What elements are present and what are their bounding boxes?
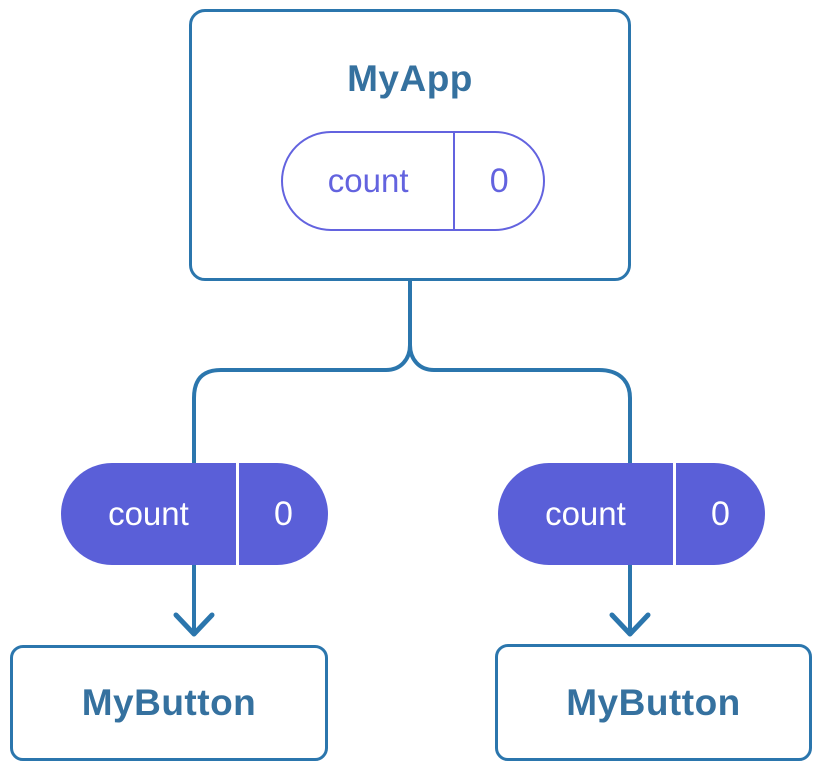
mybutton-card-left: MyButton: [10, 645, 328, 761]
state-pill: count 0: [281, 131, 545, 231]
prop-pill-left: count 0: [61, 463, 328, 565]
prop-pill-right-value-section: 0: [676, 463, 765, 565]
mybutton-card-right: MyButton: [495, 644, 812, 761]
state-pill-value-section: 0: [455, 133, 543, 229]
branch-connector-left: [192, 343, 412, 468]
prop-pill-left-label-section: count: [61, 463, 239, 565]
prop-label-right: count: [545, 495, 626, 532]
mybutton-title-left: MyButton: [81, 682, 257, 723]
prop-value-left: 0: [273, 494, 293, 533]
state-pill-label-section: count: [283, 133, 456, 229]
myapp-title: MyApp: [347, 58, 473, 99]
arrowhead-left-icon: [173, 612, 215, 637]
prop-pill-right: count 0: [498, 463, 765, 565]
branch-connector-right: [408, 343, 632, 468]
prop-label-left: count: [108, 495, 189, 532]
state-label: count: [327, 162, 409, 199]
mybutton-title-right: MyButton: [566, 681, 741, 723]
prop-pill-right-label-section: count: [498, 463, 676, 565]
prop-value-right: 0: [710, 494, 730, 533]
arrowhead-right-icon: [609, 612, 651, 637]
state-value: 0: [489, 161, 509, 200]
prop-pill-left-value-section: 0: [239, 463, 328, 565]
myapp-card: MyApp count 0: [189, 9, 631, 281]
